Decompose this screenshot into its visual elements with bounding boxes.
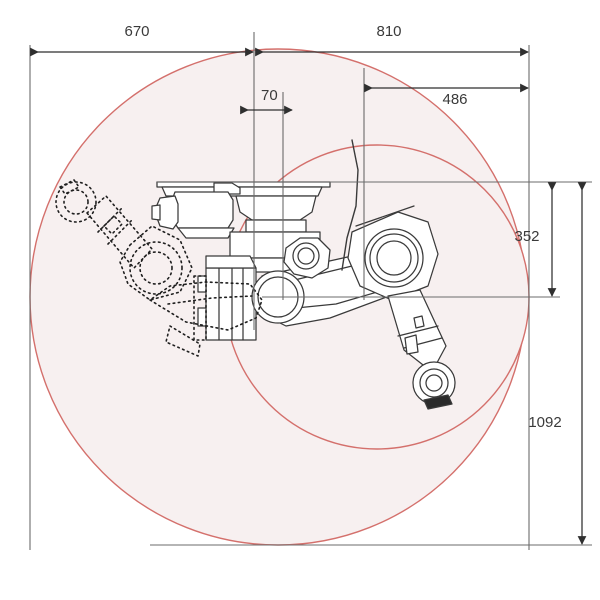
phantom-forearm [86,195,153,269]
machine-turret-collar [245,219,307,233]
machine-assembly-solid [151,139,456,410]
dim-label-670: 670 [124,23,149,40]
dim-label-70: 70 [261,87,278,104]
machine-wrist-inner [425,374,443,392]
machine-base-flange-top [197,275,207,293]
dim-label-810: 810 [376,23,401,40]
machine-base-flange-bottom [197,307,207,327]
machine-assembly-phantom [55,179,263,357]
machine-upper-left-skirt [177,227,235,239]
machine-wrist-tooth-plate [423,394,453,410]
phantom-forearm-band-a [97,207,123,233]
phantom-wrist-inner [63,189,89,215]
dim-label-352: 352 [514,228,539,245]
phantom-swing-link-seam [167,295,253,305]
dimension-labels-group: 670 810 70 486 352 1092 [124,23,561,431]
phantom-wrist-tooth-plate [59,179,80,195]
reference-lines-group [29,32,592,550]
machine-elbow-seam [355,205,415,227]
machine-forearm-band-a [397,325,439,337]
machine-base-shoulder [205,255,257,269]
phantom-swing-link [149,281,263,331]
machine-turret-upper [235,195,317,221]
dim-label-1092: 1092 [528,414,561,431]
dimension-lines-group [30,47,587,545]
machine-elbow-bearing-inner [376,240,412,276]
phantom-elbow-bearing-outer [129,241,183,295]
dim-label-486: 486 [442,91,467,108]
phantom-elbow-bearing-inner [139,251,173,285]
phantom-forearm-detail [103,215,123,235]
phantom-lower-tail [165,325,201,357]
machine-cable-hose [341,139,359,271]
machine-upper-left-housing [171,191,234,229]
machine-upper-left-tab [151,204,161,221]
phantom-base-block [193,275,207,341]
machine-forearm-detail [404,334,419,355]
phantom-forearm-band-b [107,219,133,245]
machine-top-rail [156,181,331,188]
machine-hex-boss-bore-inner [297,247,315,265]
machine-forearm-pin [413,315,425,329]
phantom-wrist-outer [55,181,97,223]
